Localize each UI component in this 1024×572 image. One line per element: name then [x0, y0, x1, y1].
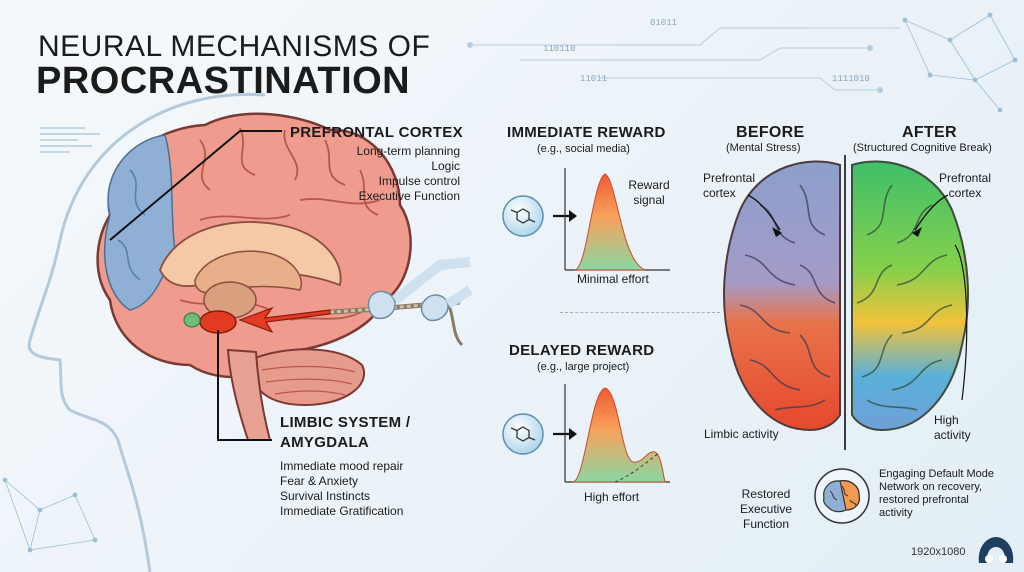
before-pfc-line-1: Prefrontal: [703, 171, 756, 185]
before-after-brains: [723, 155, 969, 450]
prefrontal-item: Impulse control: [378, 174, 460, 188]
leader-lines: [109, 130, 282, 441]
limbic-heading-2: AMYGDALA: [280, 434, 370, 451]
network-mesh-decoration-bottom: [2, 477, 98, 553]
brand-logo-icon: [978, 537, 1014, 563]
prefrontal-heading: PREFRONTAL CORTEX: [290, 124, 463, 141]
high-effort-label: High effort: [584, 490, 640, 504]
pull-arrow: [238, 306, 331, 334]
left-hand: [367, 290, 396, 320]
after-pfc-line-2: cortex: [948, 186, 982, 200]
dmn-line-2: Network on recovery,: [879, 481, 983, 493]
network-mesh-decoration: [902, 12, 1018, 113]
before-brain: [723, 160, 841, 432]
head-silhouette: [27, 92, 266, 572]
prefrontal-item: Long-term planning: [356, 144, 460, 158]
after-pfc-label: Prefrontal cortex: [932, 171, 998, 201]
after-subtitle: (Structured Cognitive Break): [853, 142, 992, 154]
immediate-reward-heading: IMMEDIATE REWARD: [507, 124, 666, 141]
delayed-reward-chart: [502, 384, 670, 483]
limbic-item: Immediate mood repair: [280, 459, 404, 473]
limbic-heading-1: LIMBIC SYSTEM /: [280, 414, 411, 431]
title-line-1: NEURAL MECHANISMS OF: [38, 30, 431, 63]
limbic-item: Survival Instincts: [280, 489, 371, 503]
restored-executive-label: Restored Executive Function: [724, 487, 808, 532]
dmn-description: Engaging Default Mode Network on recover…: [879, 468, 994, 520]
immediate-reward-chart: [502, 168, 670, 271]
binary-text: 01011: [650, 18, 678, 28]
right-hand: [420, 294, 449, 322]
resolution-tag: 1920x1080: [911, 546, 966, 558]
before-pfc-label: Prefrontal cortex: [703, 171, 755, 201]
delayed-trend: [614, 451, 661, 483]
tug-rope: [329, 257, 473, 347]
section-divider: [560, 312, 720, 313]
dmn-line-4: activity: [879, 507, 913, 519]
limbic-item: Immediate Gratification: [280, 504, 404, 518]
reward-signal-label: Reward signal: [627, 178, 671, 208]
after-pfc-line-1: Prefrontal: [938, 171, 992, 185]
dmn-line-1: Engaging Default Mode: [879, 468, 994, 480]
high-activity-line-2: activity: [934, 428, 971, 442]
molecule-glyph: [510, 426, 536, 442]
limbic-list: Immediate mood repair Fear & Anxiety Sur…: [280, 459, 403, 519]
molecule-glyph: [510, 208, 536, 224]
limbic-item: Fear & Anxiety: [280, 474, 359, 488]
high-activity-label: High activity: [934, 413, 971, 443]
delayed-reward-heading: DELAYED REWARD: [509, 342, 655, 359]
dmn-brain-icon: [814, 468, 870, 524]
after-heading: AFTER: [902, 124, 957, 141]
prefrontal-item: Executive Function: [358, 189, 460, 203]
before-subtitle: (Mental Stress): [726, 142, 801, 154]
reward-signal-line-1: Reward: [628, 178, 670, 192]
reward-curve: [574, 173, 646, 271]
prefrontal-list: Long-term planning Logic Impulse control…: [340, 144, 460, 204]
arrow-head-icon: [569, 210, 577, 222]
before-heading: BEFORE: [736, 124, 805, 141]
reward-curve: [572, 387, 666, 483]
binary-text: 1111010: [832, 74, 870, 84]
prefrontal-item: Logic: [431, 159, 460, 173]
high-activity-line-1: High: [934, 413, 959, 427]
delayed-reward-example: (e.g., large project): [537, 361, 630, 373]
binary-text: 11011: [580, 74, 608, 84]
binary-text: 110110: [543, 44, 576, 54]
restored-line-3: Function: [742, 517, 790, 531]
arrow-head-icon: [569, 428, 577, 440]
circuit-decoration: [40, 27, 900, 153]
title-line-2: PROCRASTINATION: [36, 60, 411, 102]
minimal-effort-label: Minimal effort: [577, 272, 649, 286]
immediate-reward-example: (e.g., social media): [537, 143, 630, 155]
before-pfc-line-2: cortex: [703, 186, 736, 200]
limbic-activity-label: Limbic activity: [704, 427, 779, 441]
after-brain: [851, 160, 969, 432]
molecule-icon: [502, 195, 544, 237]
molecule-icon: [502, 413, 544, 455]
dmn-line-3: restored prefrontal: [879, 494, 969, 506]
reward-signal-line-2: signal: [633, 193, 665, 207]
restored-line-1: Restored: [741, 487, 791, 501]
restored-line-2: Executive: [739, 502, 793, 516]
